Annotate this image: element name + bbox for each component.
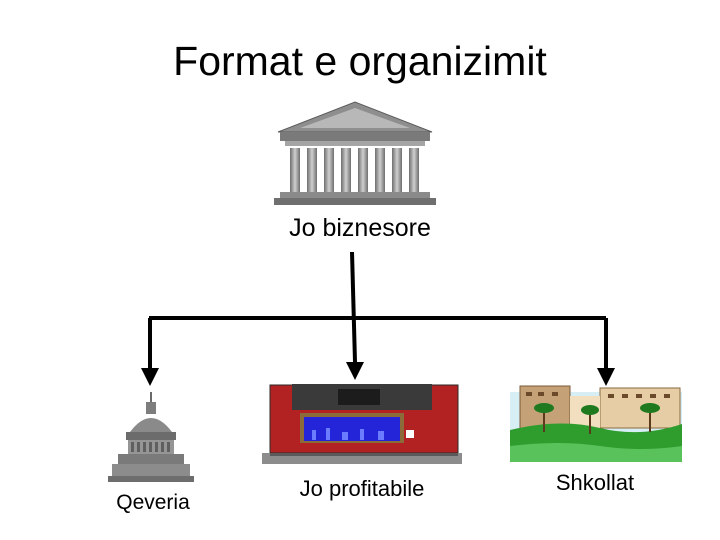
root-stem-line: [350, 251, 357, 363]
capitol-dome-icon: [108, 392, 194, 482]
node-label-shkollat: Shkollat: [555, 470, 635, 495]
storefront-icon: [262, 384, 462, 464]
arrowhead-jo-profitabile: [346, 362, 364, 380]
school-campus-icon: [510, 385, 682, 462]
node-label-qeveria: Qeveria: [116, 491, 190, 514]
arrowhead-shkollat: [597, 368, 615, 386]
arrowheads: [141, 362, 615, 386]
connector-lines: [148, 251, 608, 372]
arrowhead-qeveria: [141, 368, 159, 386]
greek-building-icon: [274, 101, 436, 205]
diagram-title: Format e organizimit: [173, 38, 547, 84]
node-label-jo-profitabile: Jo profitabile: [299, 476, 425, 501]
node-label-jo-biznesore: Jo biznesore: [289, 214, 431, 242]
